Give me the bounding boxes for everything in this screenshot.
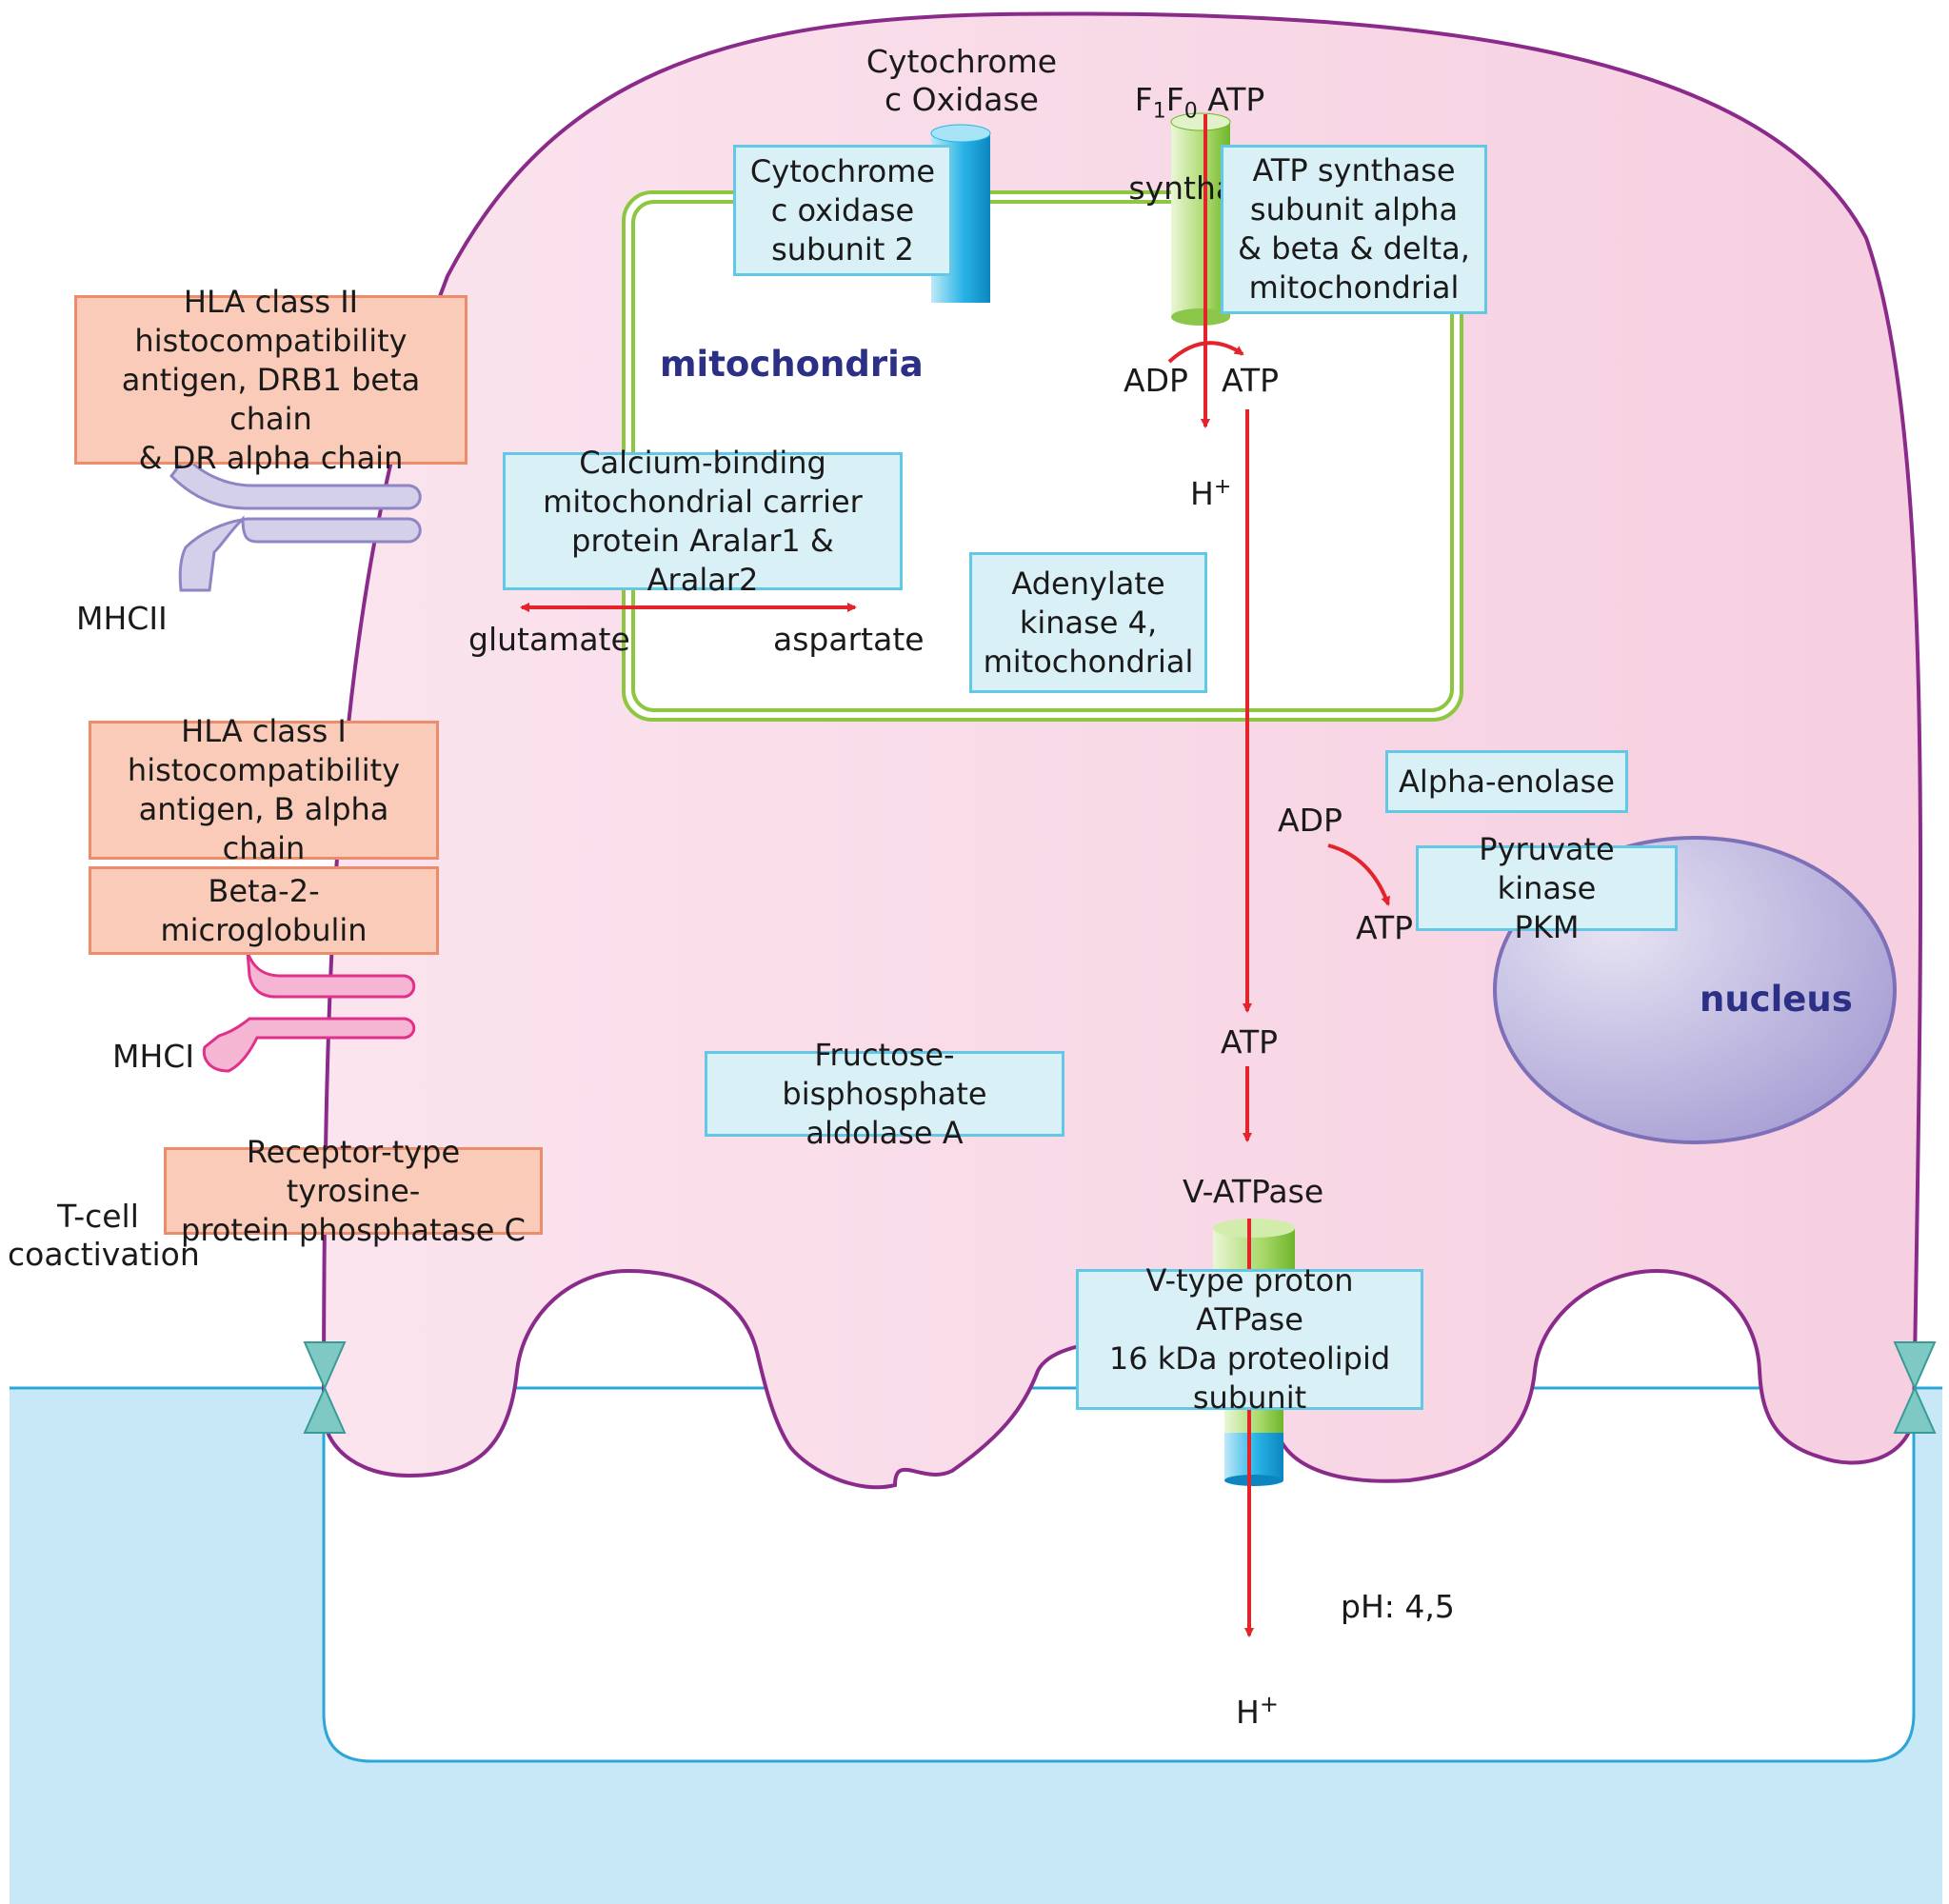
vatpase-label: V-ATPase: [1183, 1173, 1324, 1210]
aralar-box: Calcium-binding mitochondrial carrier pr…: [503, 445, 903, 598]
atp-synthase-channel: [1170, 112, 1231, 326]
mitochondria-label: mitochondria: [660, 344, 924, 385]
proton-label-mito: H+: [1190, 430, 1231, 513]
v-type-atpase-box: V-type proton ATPase 16 kDa proteolipid …: [1076, 1262, 1423, 1416]
tcell-coactivation-label: T-cell coactivation: [8, 1198, 200, 1273]
atp-synthase-box: ATP synthase subunit alpha & beta & delt…: [1221, 145, 1487, 314]
atp-label-mito: ATP: [1222, 362, 1280, 399]
adenylate-kinase-box: Adenylate kinase 4, mitochondrial: [969, 552, 1207, 693]
proton-label-lacuna: H+: [1236, 1647, 1279, 1732]
atp-synthase-header-sub2: 0: [1183, 99, 1198, 124]
mhci-label: MHCI: [112, 1038, 195, 1075]
atp-synthase-header-f1: F: [1134, 81, 1153, 118]
beta2-microglobulin-box: Beta-2- microglobulin: [89, 866, 439, 955]
atp-synthase-header-atp: ATP: [1197, 81, 1265, 118]
nucleus-label: nucleus: [1700, 979, 1853, 1020]
mhci-receptor: [202, 951, 416, 1073]
atp-label-cytosol: ATP: [1221, 1023, 1279, 1061]
adp-label-mito: ADP: [1124, 362, 1188, 399]
sealing-zone-right: [1893, 1341, 1937, 1434]
alpha-enolase-box: Alpha-enolase: [1385, 750, 1628, 813]
aldolase-box: Fructose-bisphosphate aldolase A: [705, 1037, 1064, 1151]
sealing-zone-left: [303, 1341, 347, 1434]
adp-atp-curve-mito: [1167, 341, 1244, 364]
glutamate-label: glutamate: [468, 621, 630, 658]
proton-h-mito: H: [1190, 475, 1214, 512]
ph-label: pH: 4,5: [1341, 1588, 1455, 1625]
proton-sup-mito: +: [1213, 475, 1232, 499]
cox2-box: Cytochrome c oxidase subunit 2: [733, 145, 952, 276]
mhcii-label: MHCII: [76, 600, 168, 637]
mhcii-receptor: [169, 454, 422, 592]
atp-synthase-header-f0: F: [1165, 81, 1184, 118]
hla-class-ii-box: HLA class II histocompatibility antigen,…: [74, 284, 467, 476]
aspartate-label: aspartate: [773, 621, 925, 658]
atp-synthase-header-sub1: 1: [1152, 99, 1166, 124]
atp-label-glycolysis: ATP: [1356, 909, 1414, 946]
pyruvate-kinase-box: Pyruvate kinase PKM: [1416, 831, 1678, 945]
hla-class-i-box: HLA class I histocompatibility antigen, …: [89, 713, 439, 866]
proton-sup-lacuna: +: [1259, 1691, 1279, 1717]
ptprc-box: Receptor-type tyrosine- protein phosphat…: [164, 1134, 543, 1248]
resorption-lacuna: [322, 1386, 1916, 1763]
adp-label-glycolysis: ADP: [1278, 802, 1342, 839]
adp-atp-curve-glycolysis: [1327, 843, 1390, 906]
proton-h-lacuna: H: [1236, 1694, 1260, 1731]
cytochrome-oxidase-header: Cytochrome c Oxidase: [865, 43, 1058, 118]
